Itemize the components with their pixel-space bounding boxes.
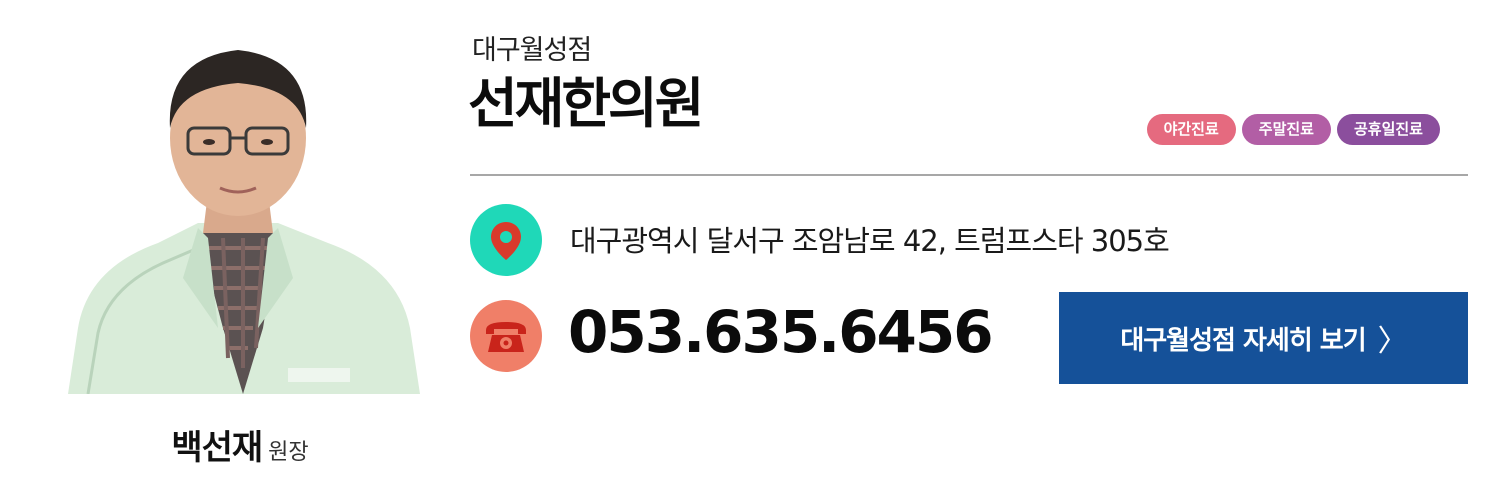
doctor-role: 원장 [268,440,309,465]
chevron-right-icon: 〉 [1377,324,1408,359]
badge-night-care: 야간진료 [1146,114,1236,145]
telephone-icon [470,300,542,372]
branch-detail-button[interactable]: 대구월성점 자세히 보기 〉 [1059,292,1468,384]
map-pin-icon [470,204,542,276]
divider [470,174,1468,176]
doctor-photo [48,28,428,394]
badge-weekend-care: 주말진료 [1241,114,1331,145]
badge-holiday-care: 공휴일진료 [1336,114,1440,145]
service-badges: 야간진료 주말진료 공휴일진료 [1146,114,1440,145]
phone-number[interactable]: 053.635.6456 [568,298,994,366]
branch-detail-label: 대구월성점 자세히 보기 [1120,325,1366,356]
clinic-name: 선재한의원 [468,72,704,135]
address: 대구광역시 달서구 조암남로 42, 트럼프스타 305호 [570,224,1170,258]
doctor-name: 백선재 [171,428,263,468]
branch-name: 대구월성점 [472,35,592,66]
